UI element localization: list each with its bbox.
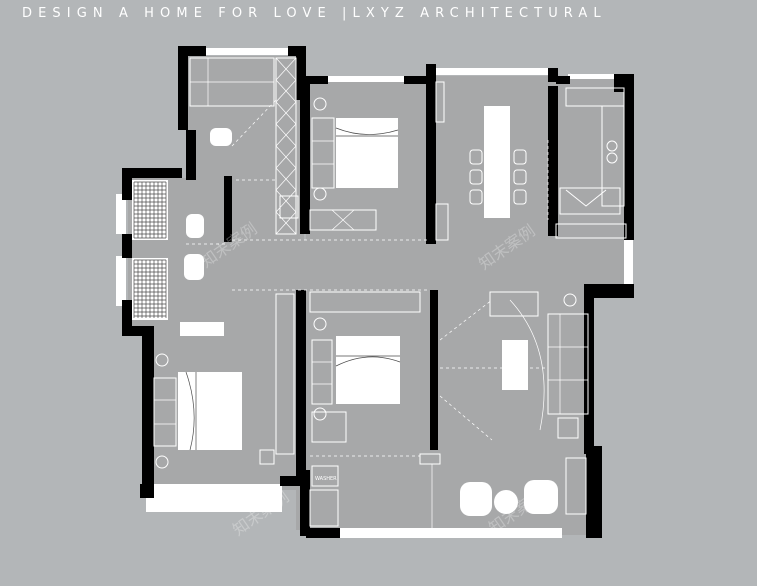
header-brand: LXYZ ARCHITECTURAL	[352, 6, 607, 21]
walls	[122, 46, 634, 538]
wardrobe-top	[275, 57, 297, 235]
bedroom-bottom-left	[153, 293, 295, 469]
header-tagline: DESIGN A HOME FOR LOVE	[22, 6, 332, 21]
dining-area	[435, 81, 549, 241]
window-sills	[116, 48, 633, 538]
washer-label: WASHER	[315, 476, 337, 482]
header-title: DESIGN A HOME FOR LOVE |LXYZ ARCHITECTUR…	[22, 6, 607, 21]
bedroom-top	[279, 97, 399, 231]
corridor-lines	[232, 179, 430, 291]
bath-left	[132, 180, 226, 336]
kitchen	[555, 87, 627, 239]
living-room	[439, 291, 589, 515]
bedroom-bottom-middle	[309, 291, 421, 457]
header-separator: |	[342, 6, 353, 21]
balcony	[309, 453, 558, 528]
bath-top-left	[189, 57, 277, 147]
